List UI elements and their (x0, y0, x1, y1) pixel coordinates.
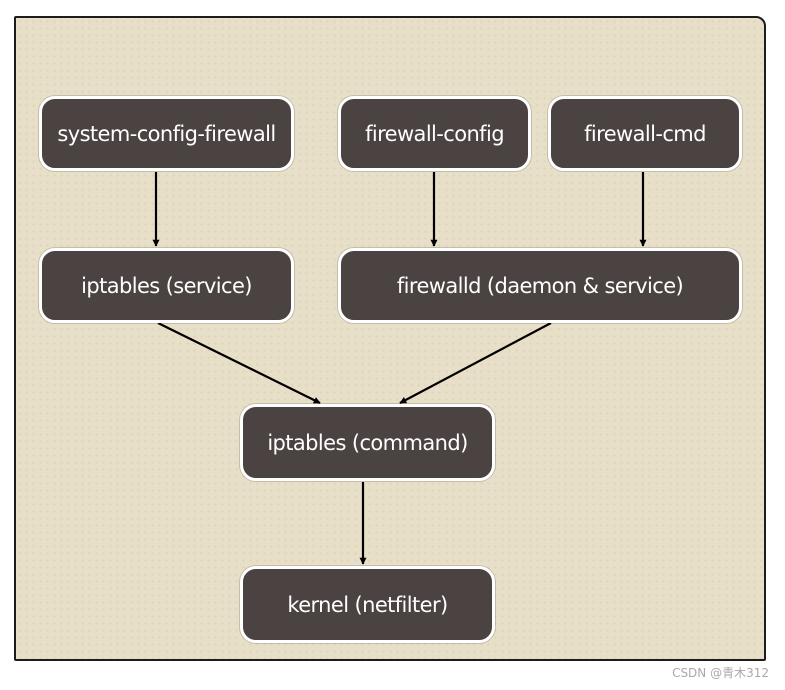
edge-ipts-to-iptc (157, 322, 321, 404)
node-firewall-cmd: firewall-cmd (548, 96, 742, 171)
watermark-text: CSDN @青木312 (672, 666, 769, 680)
node-iptables-command: iptables (command) (240, 404, 495, 481)
node-firewall-config: firewall-config (338, 96, 531, 171)
node-iptables-service: iptables (service) (39, 248, 294, 323)
node-kernel-netfilter: kernel (netfilter) (240, 566, 495, 643)
node-firewalld: firewalld (daemon & service) (338, 248, 742, 323)
node-system-config-firewall: system-config-firewall (39, 96, 294, 171)
edge-fwd-to-iptc (399, 322, 552, 404)
